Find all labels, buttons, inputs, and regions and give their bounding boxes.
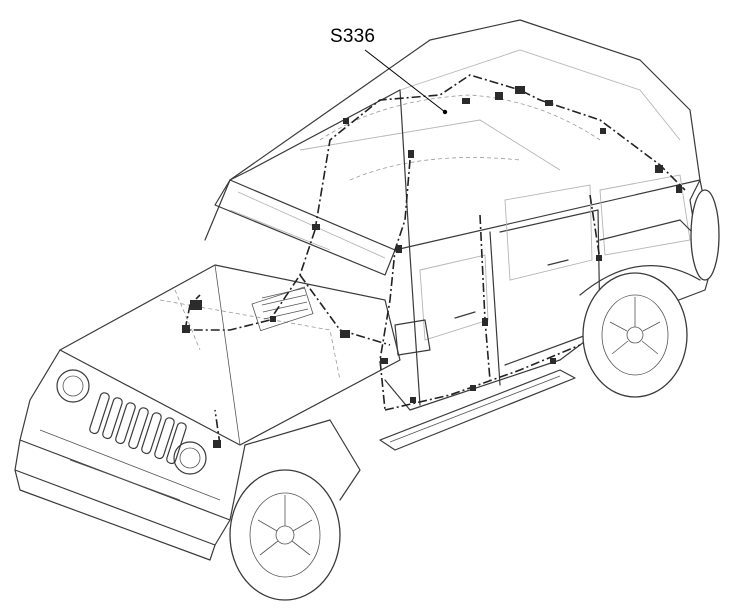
windshield (214, 179, 396, 276)
grille (89, 392, 187, 465)
front-wheel (229, 469, 341, 601)
connectors (182, 86, 682, 448)
roof-outline (204, 19, 701, 261)
callout-splice-point (442, 109, 448, 115)
callout-label-s336: S336 (330, 26, 376, 47)
callout-leader-line (364, 49, 446, 113)
spare-tire (690, 189, 720, 281)
rear-wheel (582, 272, 688, 398)
hood (59, 264, 401, 446)
front-end (14, 349, 246, 561)
